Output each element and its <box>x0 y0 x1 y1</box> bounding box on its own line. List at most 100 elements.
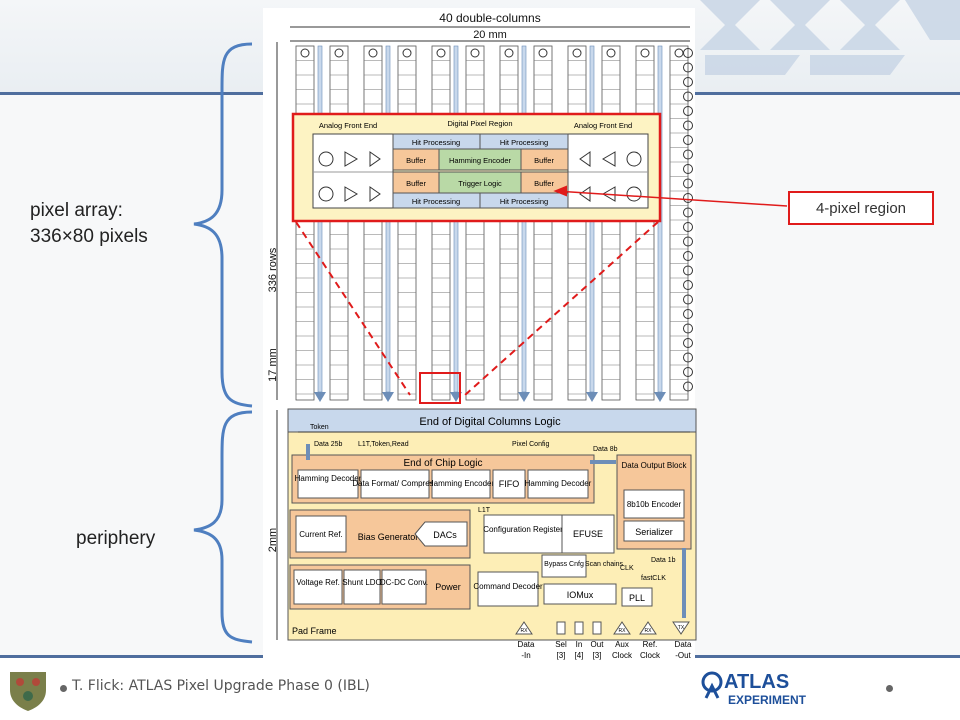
pixel-bump <box>538 48 548 58</box>
data25b-label: Data 25b <box>314 441 343 448</box>
scan-chains: Scan chains <box>585 561 624 568</box>
bias-generator: Bias Generator <box>358 532 419 542</box>
pad-label: Clock <box>640 651 661 660</box>
pixel-bump <box>683 62 693 73</box>
column-readout-arrow <box>586 392 598 402</box>
pixel-bump <box>683 149 693 160</box>
serializer: Serializer <box>635 527 673 537</box>
pad-label: Sel <box>555 640 567 649</box>
digital-pixel-region: Digital Pixel Region <box>447 119 512 128</box>
pixel-bump <box>683 222 693 232</box>
pixel-bump <box>683 48 693 58</box>
pixel-column <box>499 45 519 401</box>
dc-dc-conv: DC-DC Conv. <box>380 578 428 587</box>
column-readout-arrow <box>518 392 530 402</box>
power-label: Power <box>435 582 461 592</box>
pixel-bump <box>683 164 693 174</box>
footer-bullet-right <box>886 685 893 692</box>
logo-atlas-text: ATLAS <box>724 671 789 693</box>
pixel-config-label: Pixel Config <box>512 441 549 448</box>
pixel-bump <box>334 48 344 58</box>
hit-processing-bottom-left: Hit Processing <box>412 197 460 206</box>
four-pixel-region-inset: Analog Front End Digital Pixel Region An… <box>291 112 662 223</box>
rx-aux-clock: RX <box>619 628 627 634</box>
hit-processing-top-right: Hit Processing <box>500 138 548 147</box>
pixel-bump <box>683 338 693 348</box>
pixel-bump <box>683 236 693 247</box>
footer-bullet-left <box>60 685 67 692</box>
pll: PLL <box>629 593 645 603</box>
end-of-chip-logic-label: End of Chip Logic <box>404 458 483 469</box>
pixel-column <box>329 45 349 401</box>
zoom-indicator <box>295 185 788 404</box>
buffer-4: Buffer <box>534 179 554 188</box>
hit-processing-top-left: Hit Processing <box>412 138 460 147</box>
pad-label: Clock <box>612 651 633 660</box>
pad-label: In <box>576 640 583 649</box>
pixel-bump <box>300 48 310 58</box>
data1b-label: Data 1b <box>651 557 676 564</box>
logo-experiment-text: EXPERIMENT <box>728 693 807 707</box>
pixel-bump <box>683 251 693 261</box>
width-dimension: 20 mm <box>473 29 507 41</box>
pixel-column <box>533 45 553 401</box>
periphery-label: periphery <box>76 528 156 549</box>
pixel-bump <box>504 48 514 58</box>
rows-dimension: 336 rows <box>267 247 279 292</box>
rx-ref-clock: RX <box>645 628 653 634</box>
tx-data-out: TX <box>678 625 685 631</box>
pixel-column <box>295 45 315 401</box>
shunt-ldo: Shunt LDO <box>342 578 382 587</box>
header-decoration <box>700 0 960 75</box>
efuse: EFUSE <box>573 529 603 539</box>
voltage-ref: Voltage Ref. <box>296 578 340 587</box>
pad-label: Ref. <box>643 640 658 649</box>
pixel-array-label: pixel array: 336×80 pixels <box>30 198 148 249</box>
pixel-bump <box>683 77 693 87</box>
pixel-column <box>465 45 485 401</box>
buffer-3: Buffer <box>406 179 426 188</box>
command-decoder: Command Decoder <box>473 582 543 591</box>
l1t-label: L1T <box>478 507 491 514</box>
hamming-decoder-2: Hamming Decoder <box>525 479 592 488</box>
footer-text: T. Flick: ATLAS Pixel Upgrade Phase 0 (I… <box>72 678 370 694</box>
column-readout-arrow <box>314 392 326 402</box>
pad-label: Data <box>518 640 535 649</box>
fastclk-label: fastCLK <box>641 575 666 582</box>
rx-data-in: RX <box>521 628 529 634</box>
pad-label: [4] <box>575 651 584 660</box>
pixel-column <box>567 45 587 401</box>
pad-label: Data <box>675 640 692 649</box>
iomux: IOMux <box>567 590 594 600</box>
pixel-column <box>431 45 451 401</box>
pixel-bump <box>606 48 616 58</box>
end-of-columns-label: End of Digital Columns Logic <box>419 416 561 428</box>
pixel-bump <box>683 323 693 334</box>
university-crest <box>6 664 50 717</box>
l1t-token-read-label: L1T,Token,Read <box>358 441 409 448</box>
pixel-column <box>601 45 621 401</box>
analog-front-end-left: Analog Front End <box>319 121 377 130</box>
pixel-bump <box>402 48 412 58</box>
pixel-column <box>635 45 655 401</box>
pixel-bump <box>683 178 693 189</box>
hamming-decoder-1: Hamming Decoder <box>295 474 362 483</box>
atlas-experiment-logo: ATLAS EXPERIMENT <box>700 668 810 717</box>
pixel-bump <box>683 294 693 305</box>
current-ref: Current Ref. <box>299 530 343 539</box>
hamming-encoder-inset: Hamming Encoder <box>449 156 512 165</box>
pixel-bump <box>683 265 693 276</box>
pixel-bump <box>683 193 693 203</box>
pixel-bump <box>683 367 693 377</box>
pixel-bump <box>683 91 693 102</box>
pad-label: Aux <box>615 640 629 649</box>
pixel-bump <box>683 207 693 218</box>
data8b-label: Data 8b <box>593 446 618 453</box>
data-format-compress: Data Format/ Compress <box>352 479 437 488</box>
column-readout-arrow <box>654 392 666 402</box>
fifo: FIFO <box>499 479 520 489</box>
pixel-column <box>397 45 417 401</box>
column-readout-arrow <box>382 392 394 402</box>
